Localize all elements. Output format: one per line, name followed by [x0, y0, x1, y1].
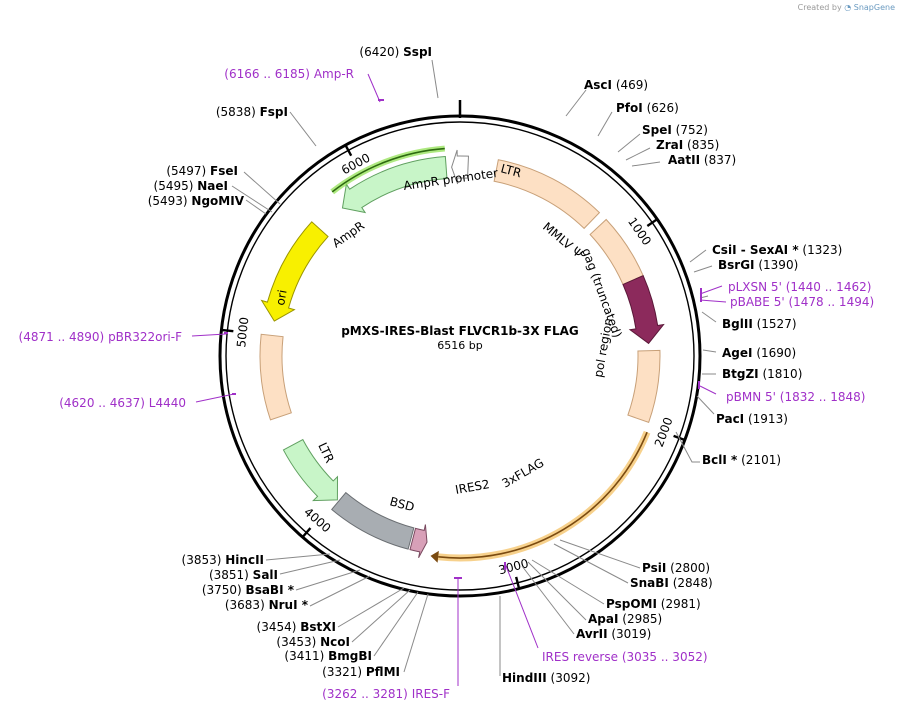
site-bsrgi: BsrGI (1390) — [718, 258, 798, 272]
site-labels: (6420) SspI AscI (469) PfoI (626) SpeI (… — [148, 45, 843, 685]
snapgene-logo-icon: ◔ — [844, 3, 852, 12]
site-apai: ApaI (2985) — [588, 612, 662, 626]
feature-label-ltr2: LTR — [315, 440, 336, 465]
snapgene-credit: Created by ◔ SnapGene — [798, 3, 895, 12]
site-naei: (5495) NaeI — [154, 179, 228, 193]
site-fsei: (5497) FseI — [166, 164, 238, 178]
feature-arrowhead — [430, 550, 439, 563]
feature-pol-region — [627, 349, 661, 424]
primer-leader-lines — [191, 73, 727, 686]
tick-mark — [301, 527, 312, 538]
site-spei: SpeI (752) — [642, 123, 708, 137]
primer-plxsn: pLXSN 5' (1440 .. 1462) — [728, 280, 871, 294]
tick-label: 4000 — [301, 505, 333, 536]
feature-layer — [259, 145, 665, 563]
tick-mark — [646, 218, 658, 228]
tick-mark — [514, 576, 521, 589]
backbone-outer — [218, 114, 702, 598]
plasmid-size: 6516 bp — [437, 339, 482, 352]
site-bstxi: (3454) BstXI — [257, 620, 336, 634]
feature-label-pol: pol region — [591, 317, 615, 379]
tick-mark — [344, 144, 353, 157]
feature-label-ires2: IRES2 — [454, 477, 491, 497]
feature-ltr — [493, 159, 601, 230]
feature-label-3xflag: 3xFLAG — [500, 456, 547, 491]
site-bglii: BglII (1527) — [722, 317, 797, 331]
site-bmgbi: (3411) BmgBI — [284, 649, 372, 663]
feature-label-mmlv: MMLV Ψ — [540, 220, 585, 261]
feature-3xflag — [409, 524, 428, 559]
site-aatii: AatII (837) — [668, 153, 736, 167]
feature-ampr — [341, 156, 448, 214]
site-avrii: AvrII (3019) — [576, 627, 651, 641]
site-sali: (3851) SalI — [209, 568, 278, 582]
site-ncoi: (3453) NcoI — [276, 635, 350, 649]
feature-ori — [260, 221, 329, 322]
feature-label-ori: ori — [273, 289, 289, 307]
site-fspi: (5838) FspI — [216, 105, 288, 119]
site-psii: PsiI (2800) — [642, 561, 710, 575]
primer-amp-r: (6166 .. 6185) Amp-R — [224, 67, 354, 81]
site-pflmi: (3321) PflMI — [322, 665, 400, 679]
tick-mark — [221, 328, 234, 333]
site-hindiii: HindIII (3092) — [502, 671, 590, 685]
ampr-line — [331, 147, 445, 193]
feature-label-ltr: LTR — [499, 161, 523, 180]
feature-label-bsd: BSD — [388, 494, 416, 514]
primer-l4440: (4620 .. 4637) L4440 — [59, 396, 186, 410]
site-btgzi: BtgZI (1810) — [722, 367, 802, 381]
credit-text: Created by — [797, 3, 842, 12]
tick-label: 2000 — [652, 415, 676, 449]
site-pfoi: PfoI (626) — [616, 101, 679, 115]
primer-pbr322ori-f: (4871 .. 4890) pBR322ori-F — [19, 330, 183, 344]
feature-gag-truncated- — [622, 274, 665, 345]
feature-label-ampr: AmpR — [330, 218, 367, 250]
feature-ampr-promoter — [451, 149, 470, 185]
feature-line — [438, 431, 648, 559]
tick-label: 3000 — [497, 556, 530, 577]
site-leader-lines — [231, 59, 717, 676]
feature-bsd — [282, 438, 339, 502]
site-paci: PacI (1913) — [716, 412, 788, 426]
primer-pbabe: pBABE 5' (1478 .. 1494) — [730, 295, 874, 309]
tick-label: 5000 — [234, 316, 251, 348]
site-hincii: (3853) HincII — [182, 553, 264, 567]
site-bcli: BclI * (2101) — [702, 453, 781, 467]
feature-ires2 — [331, 491, 415, 550]
backbone-inner — [225, 121, 695, 591]
site-agei: AgeI (1690) — [722, 346, 796, 360]
plasmid-name: pMXS-IRES-Blast FLVCR1b-3X FLAG — [341, 324, 579, 338]
feature-ltr2 — [259, 333, 292, 421]
primer-ires-reverse: IRES reverse (3035 .. 3052) — [542, 650, 708, 664]
primer-marks — [224, 99, 702, 579]
site-bsabi: (3750) BsaBI * — [202, 583, 295, 597]
site-asci: AscI (469) — [584, 78, 648, 92]
credit-brand: SnapGene — [853, 3, 895, 12]
primer-labels: (6166 .. 6185) Amp-R pLXSN 5' (1440 .. 1… — [19, 67, 875, 701]
site-nrui: (3683) NruI * — [225, 598, 309, 612]
site-snabi: SnaBI (2848) — [630, 576, 713, 590]
primer-pbmn: pBMN 5' (1832 .. 1848) — [726, 390, 865, 404]
site-ngomiv: (5493) NgoMIV — [148, 194, 245, 208]
primer-ires-f: (3262 .. 3281) IRES-F — [322, 687, 450, 701]
site-pspomi: PspOMI (2981) — [606, 597, 701, 611]
site-csii-sexai: CsiI - SexAI * (1323) — [712, 243, 842, 257]
site-zrai: ZraI (835) — [656, 138, 719, 152]
site-sspi: (6420) SspI — [359, 45, 432, 59]
